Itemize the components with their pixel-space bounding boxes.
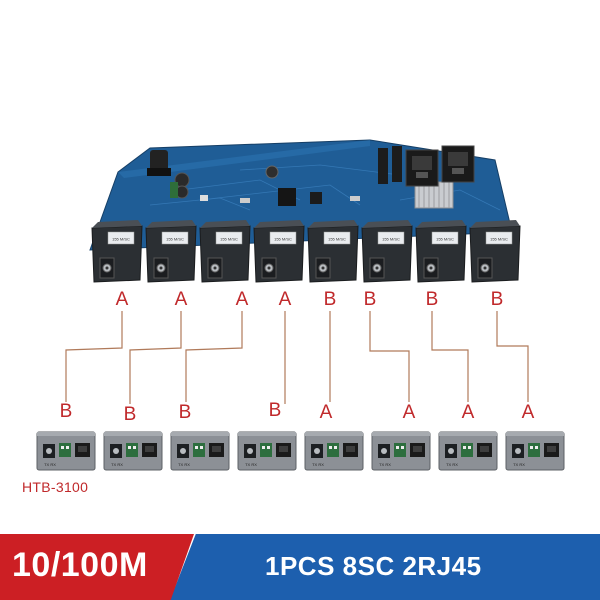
- converter-dip-switch: [461, 443, 473, 457]
- module-label-sticker: [269, 231, 297, 245]
- top-port-letter: A: [115, 289, 129, 310]
- model-label: HTB-3100: [22, 479, 89, 495]
- bottom-port-letter: B: [59, 401, 73, 422]
- converter-row: TX RX TX RX TX RX TX RX TX RX TX RX TX RX TX RX: [36, 431, 565, 471]
- connector-block: [378, 148, 388, 184]
- fiber-module: 155 M/SC: [145, 220, 197, 283]
- media-converter: TX RX: [36, 431, 96, 471]
- converter-port-text: TX RX: [111, 462, 123, 467]
- module-label-text: 155 M/SC: [112, 237, 130, 242]
- converter-dip-switch: [394, 443, 406, 457]
- converter-port-text: TX RX: [513, 462, 525, 467]
- controller-chip: [278, 188, 296, 206]
- fiber-module-row: 155 M/SC 155 M/SC 155 M/SC 155 M/SC 155 M/SC…: [91, 220, 521, 283]
- converter-dip-switch: [260, 443, 272, 457]
- module-label-text: 155 M/SC: [166, 237, 184, 242]
- rj45-port: [405, 149, 439, 187]
- fiber-module: 155 M/SC: [361, 220, 413, 283]
- media-converter: TX RX: [438, 431, 498, 471]
- link-line: [431, 311, 469, 402]
- top-port-letter: B: [490, 289, 504, 310]
- module-label-sticker: [377, 231, 405, 245]
- media-converter: TX RX: [103, 431, 163, 471]
- module-label-text: 155 M/SC: [220, 237, 238, 242]
- converter-dip-switch: [193, 443, 205, 457]
- bottom-port-letter: A: [521, 402, 535, 423]
- module-label-text: 155 M/SC: [274, 237, 292, 242]
- bottom-port-letter: B: [268, 400, 282, 421]
- converter-port-text: TX RX: [379, 462, 391, 467]
- module-label-sticker: [215, 231, 243, 245]
- converter-port-text: TX RX: [178, 462, 190, 467]
- media-converter: TX RX: [505, 431, 565, 471]
- rj45-port: [441, 145, 475, 183]
- banner-speed: 10/100M: [12, 546, 148, 584]
- link-line: [65, 311, 123, 402]
- media-converter: TX RX: [304, 431, 364, 471]
- module-label-sticker: [107, 231, 135, 245]
- banner-speed-panel: 10/100M: [0, 534, 194, 600]
- converter-dip-switch: [126, 443, 138, 457]
- link-line: [496, 311, 529, 402]
- top-port-letter: B: [363, 289, 377, 310]
- bottom-port-letter: B: [178, 402, 192, 423]
- bottom-port-letter: A: [461, 402, 475, 423]
- dc-jack: [150, 150, 168, 172]
- converter-dip-switch: [327, 443, 339, 457]
- converter-dip-switch: [59, 443, 71, 457]
- bottom-port-letter: B: [123, 404, 137, 425]
- module-label-sticker: [323, 231, 351, 245]
- module-label-sticker: [431, 231, 459, 245]
- fiber-module: 155 M/SC: [199, 220, 251, 283]
- converter-port-text: TX RX: [245, 462, 257, 467]
- converter-dip-switch: [528, 443, 540, 457]
- top-port-letter: A: [235, 289, 249, 310]
- top-port-letter: B: [323, 289, 337, 310]
- media-converter: TX RX: [371, 431, 431, 471]
- banner-description-panel: 1PCS 8SC 2RJ45: [170, 534, 600, 600]
- fiber-module: 155 M/SC: [253, 220, 305, 283]
- link-lines: [65, 311, 529, 404]
- bottom-port-letter: A: [402, 402, 416, 423]
- link-line: [185, 311, 243, 402]
- media-converter: TX RX: [170, 431, 230, 471]
- converter-port-text: TX RX: [44, 462, 56, 467]
- banner-description: 1PCS 8SC 2RJ45: [265, 551, 482, 581]
- converter-port-text: TX RX: [446, 462, 458, 467]
- link-line: [369, 311, 410, 402]
- module-label-sticker: [161, 231, 189, 245]
- module-label-text: 155 M/SC: [382, 237, 400, 242]
- fiber-module: 155 M/SC: [91, 220, 143, 283]
- module-label-text: 155 M/SC: [328, 237, 346, 242]
- module-label-text: 155 M/SC: [490, 237, 508, 242]
- module-label-sticker: [485, 231, 513, 245]
- fiber-module: 155 M/SC: [469, 220, 521, 283]
- fiber-module: 155 M/SC: [415, 220, 467, 283]
- fiber-module: 155 M/SC: [307, 220, 359, 283]
- media-converter: TX RX: [237, 431, 297, 471]
- bottom-port-letter: A: [319, 402, 333, 423]
- module-label-text: 155 M/SC: [436, 237, 454, 242]
- banner: 1PCS 8SC 2RJ45 10/100M: [0, 534, 600, 600]
- converter-port-text: TX RX: [312, 462, 324, 467]
- top-port-letter: A: [278, 289, 292, 310]
- link-line: [129, 311, 182, 404]
- top-port-letter: B: [425, 289, 439, 310]
- top-port-letter: A: [174, 289, 188, 310]
